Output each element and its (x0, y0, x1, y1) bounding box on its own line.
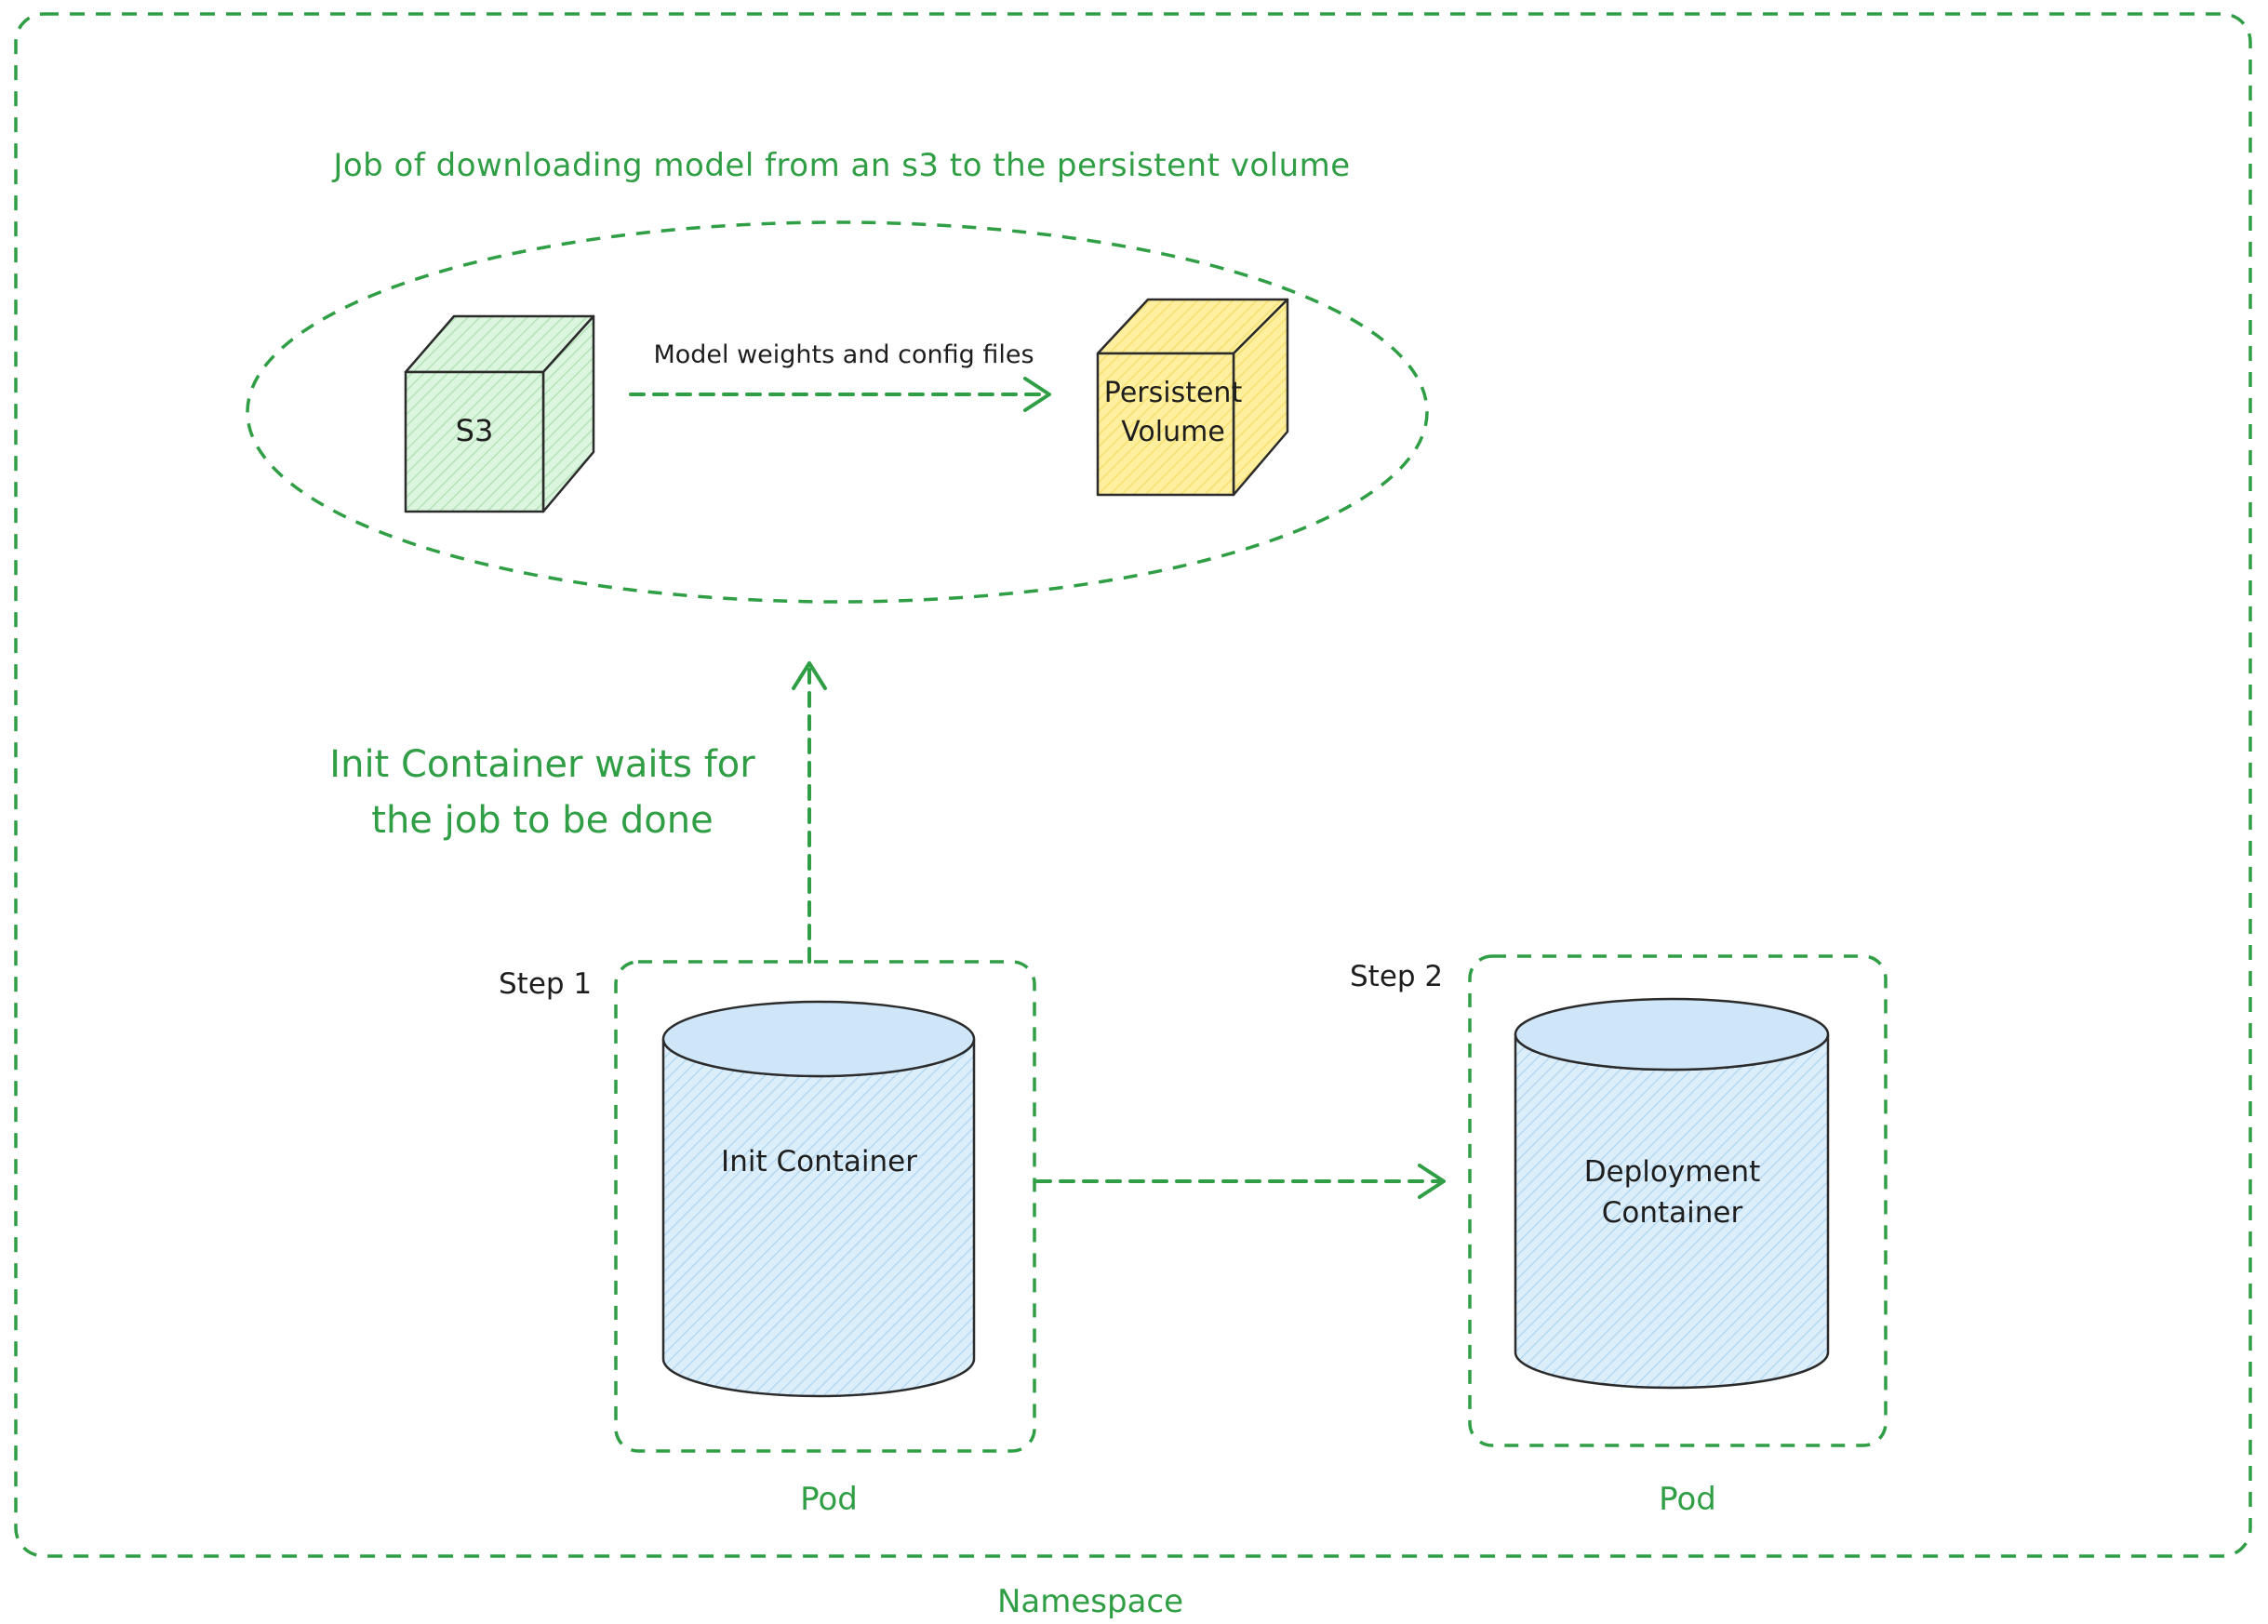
s3-cube-shape (404, 314, 595, 513)
s3-to-pv-arrow (629, 377, 1051, 412)
s3-to-pv-arrow-label: Model weights and config files (653, 340, 1034, 369)
wait-note-line1: Init Container waits for (329, 743, 755, 786)
job-ellipse (246, 220, 1429, 604)
step2-label: Step 2 (1350, 960, 1444, 993)
persistent-volume-label-line1: Persistent (1103, 377, 1243, 409)
persistent-volume-cube-shape (1096, 298, 1289, 497)
namespace-label: Namespace (996, 1583, 1184, 1620)
wait-note-line2: the job to be done (371, 799, 714, 842)
pod-right-label: Pod (1659, 1481, 1716, 1518)
step1-label: Step 1 (499, 967, 593, 1001)
init-container-cylinder: Init Container (656, 994, 982, 1404)
pod-left-label: Pod (800, 1481, 858, 1518)
deployment-container-cylinder: Deployment Container (1508, 992, 1836, 1396)
deployment-container-label-line1: Deployment (1583, 1155, 1761, 1189)
persistent-volume-label-line2: Volume (1121, 416, 1225, 448)
s3-label: S3 (455, 413, 494, 448)
init-container-cylinder-shape (661, 1000, 976, 1398)
pod-to-pod-arrow (1035, 1164, 1446, 1199)
pod-to-job-arrow (792, 661, 827, 964)
persistent-volume-label: Persistent Volume (1090, 374, 1256, 452)
deployment-container-label: Deployment Container (1508, 1151, 1836, 1233)
deployment-container-cylinder-shape (1514, 997, 1830, 1390)
deployment-container-label-line2: Container (1601, 1196, 1743, 1230)
wait-note: Init Container waits for the job to be d… (329, 737, 754, 848)
pod-left-boundary (614, 960, 1036, 1453)
s3-cube: S3 (396, 305, 616, 524)
job-title: Job of downloading model from an s3 to t… (333, 147, 1351, 184)
persistent-volume-cube: Persistent Volume (1088, 290, 1310, 506)
pod-right-boundary (1468, 954, 1888, 1447)
init-container-label: Init Container (721, 1145, 917, 1178)
